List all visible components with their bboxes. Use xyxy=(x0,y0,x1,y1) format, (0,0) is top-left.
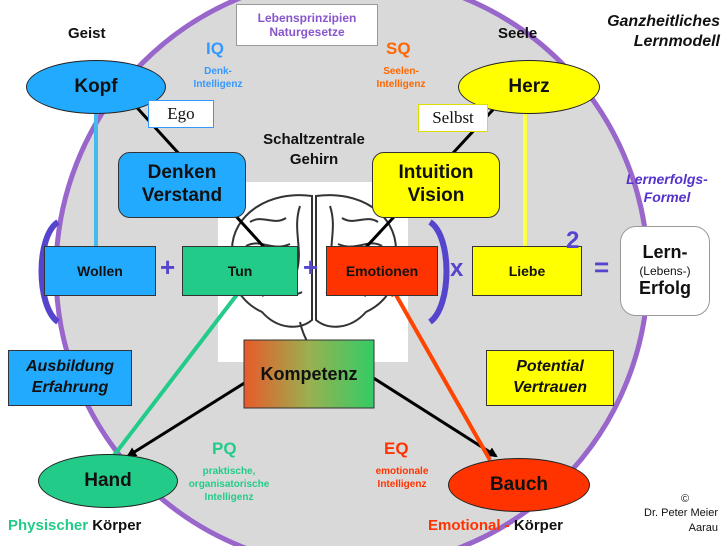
emotionen-label: Emotionen xyxy=(345,263,419,279)
kompetenz-box-bg xyxy=(243,339,375,409)
plus-operator-2: + xyxy=(303,252,319,282)
lernerfolgs-line1: Lernerfolgs- xyxy=(626,171,708,187)
ausbildung-line2: Erfahrung xyxy=(31,379,109,396)
schaltzentrale-label: Schaltzentrale Gehirn xyxy=(240,130,388,169)
erfolg-label: Erfolg xyxy=(639,278,691,299)
emotional-word: Emotional - xyxy=(428,517,514,534)
koerper-word-2: Körper xyxy=(513,517,564,534)
schaltzentrale-line2: Gehirn xyxy=(289,150,339,168)
intuition-line2: Vision xyxy=(407,185,465,206)
eq-description: emotionale Intelligenz xyxy=(362,465,442,491)
hand-label: Hand xyxy=(84,470,132,491)
lernerfolgs-line2: Formel xyxy=(643,189,691,206)
seele-label: Seele xyxy=(498,25,538,42)
bauch-label: Bauch xyxy=(489,474,549,495)
lern-erfolg-box: Lern- (Lebens-) Erfolg xyxy=(620,226,710,316)
wollen-box: Wollen xyxy=(44,246,156,296)
kopf-node: Kopf xyxy=(26,60,166,114)
koerper-word-1: Körper xyxy=(88,517,142,534)
bracket-left xyxy=(38,219,61,325)
naturgesetze-label: Naturgesetze xyxy=(269,25,345,39)
iq-description: Denk- Intelligenz xyxy=(186,66,250,91)
physischer-word: Physischer xyxy=(8,517,89,534)
pq-description: praktische, organisatorische Intelligenz xyxy=(174,465,284,504)
pq-line3: Intelligenz xyxy=(204,492,254,503)
page-title: Ganzheitliches Lernmodell xyxy=(578,12,720,52)
eq-line1: emotionale xyxy=(375,466,429,477)
arrow-to-bauch xyxy=(363,370,498,458)
kopf-label: Kopf xyxy=(74,76,118,97)
copyright-symbol: © xyxy=(680,493,690,505)
times-operator: x xyxy=(450,255,464,282)
lernerfolgs-formel-label: Lernerfolgs- Formel xyxy=(612,170,722,206)
sq-label: SQ xyxy=(386,39,411,58)
iq-line1: Denk- xyxy=(204,66,232,77)
emotionen-box: Emotionen xyxy=(326,246,438,296)
intuition-box: Intuition Vision xyxy=(372,152,500,218)
plus-operator-1: + xyxy=(160,252,176,282)
title-line2: Lernmodell xyxy=(633,33,720,50)
sq-line1: Seelen- xyxy=(383,66,419,77)
herz-label: Herz xyxy=(508,76,550,97)
bauch-node: Bauch xyxy=(448,458,590,512)
equals-operator: = xyxy=(594,252,610,282)
bracket-right xyxy=(427,219,450,325)
potential-line2: Vertrauen xyxy=(512,379,588,396)
emotional-koerper-label: Emotional - Körper xyxy=(428,518,563,534)
potential-line1: Potential xyxy=(516,358,584,376)
copyright-block: © Dr. Peter Meier Aarau xyxy=(612,492,718,535)
eq-line2: Intelligenz xyxy=(377,479,427,490)
copyright-place: Aarau xyxy=(688,521,718,534)
sq-line2: Intelligenz xyxy=(376,78,426,90)
hand-node: Hand xyxy=(38,454,178,508)
schaltzentrale-line1: Schaltzentrale xyxy=(263,131,365,148)
pq-label: PQ xyxy=(212,439,237,458)
sq-description: Seelen- Intelligenz xyxy=(368,66,434,91)
title-line1: Ganzheitliches xyxy=(607,13,720,30)
ego-label: Ego xyxy=(167,104,195,123)
ego-box: Ego xyxy=(148,100,214,128)
ausbildung-line1: Ausbildung xyxy=(26,358,114,376)
tun-label: Tun xyxy=(227,263,253,279)
denken-line1: Denken xyxy=(147,162,217,184)
kompetenz-box: Kompetenz xyxy=(244,340,374,408)
lern-label: Lern- xyxy=(642,242,688,263)
tun-box: Tun xyxy=(182,246,298,296)
exponent-two: 2 xyxy=(566,227,580,254)
arrow-to-hand xyxy=(126,370,263,458)
lebens-label: (Lebens-) xyxy=(639,263,691,278)
wollen-label: Wollen xyxy=(77,263,123,279)
intuition-line1: Intuition xyxy=(398,162,474,184)
liebe-box: Liebe xyxy=(472,246,582,296)
ausbildung-box: Ausbildung Erfahrung xyxy=(8,350,132,406)
potential-box: Potential Vertrauen xyxy=(486,350,614,406)
lebensprinzipien-box: Lebensprinzipien Naturgesetze xyxy=(236,4,378,46)
geist-label: Geist xyxy=(68,25,106,42)
selbst-label: Selbst xyxy=(432,108,474,127)
iq-label: IQ xyxy=(206,39,224,58)
pq-line2: organisatorische xyxy=(188,479,270,490)
arrow-hand-to-tun xyxy=(110,286,244,460)
physischer-koerper-label: Physischer Körper xyxy=(8,518,141,534)
arrow-bauch-to-emotionen xyxy=(390,286,492,461)
lebensprinzipien-label: Lebensprinzipien xyxy=(257,11,357,25)
iq-line2: Intelligenz xyxy=(193,78,243,90)
pq-line1: praktische, xyxy=(202,466,256,477)
denken-box: Denken Verstand xyxy=(118,152,246,218)
copyright-author: Dr. Peter Meier xyxy=(644,507,718,520)
kompetenz-label: Kompetenz xyxy=(260,363,358,384)
eq-label: EQ xyxy=(384,439,409,458)
denken-line2: Verstand xyxy=(141,185,223,206)
liebe-label: Liebe xyxy=(508,263,546,279)
selbst-box: Selbst xyxy=(418,104,488,132)
